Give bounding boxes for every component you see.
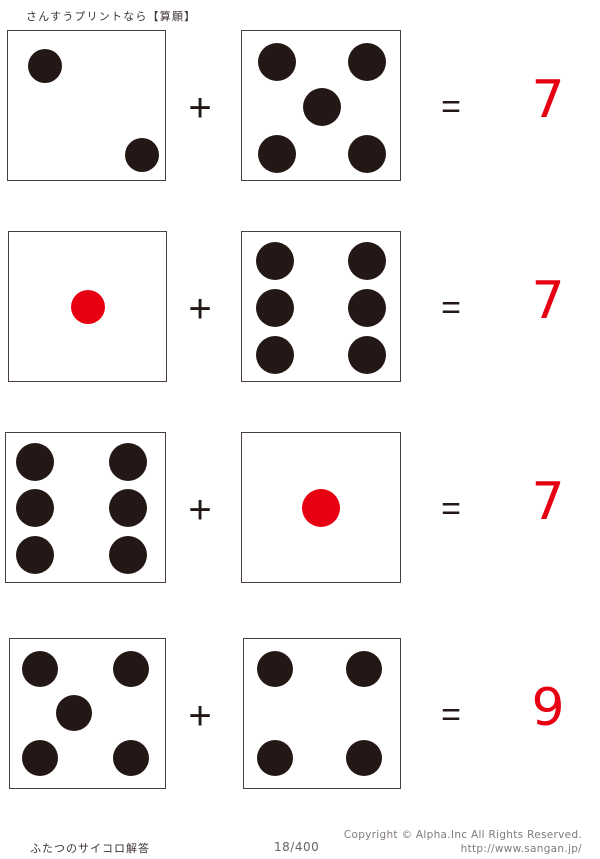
die-pip	[348, 242, 386, 280]
die-pip	[256, 289, 294, 327]
answer-value: 7	[531, 70, 565, 130]
answer-value: 9	[531, 678, 565, 738]
equals-operator-icon: =	[441, 289, 461, 327]
die-right	[241, 231, 401, 382]
die-pip	[257, 740, 293, 776]
plus-operator-icon: +	[188, 488, 212, 532]
answer-value: 7	[531, 271, 565, 331]
plus-operator-icon: +	[188, 86, 212, 130]
die-left	[7, 30, 166, 181]
die-right	[241, 30, 401, 181]
worksheet-header-title: さんすうプリントなら【算願】	[26, 10, 197, 23]
equals-operator-icon: =	[441, 490, 461, 528]
die-pip	[125, 138, 159, 172]
problem-row: + = 7	[0, 231, 600, 383]
plus-operator-icon: +	[188, 287, 212, 331]
die-pip	[256, 242, 294, 280]
problem-row: + = 7	[0, 30, 600, 182]
footer-worksheet-title: ふたつのサイコロ解答	[30, 842, 150, 855]
die-pip	[109, 536, 147, 574]
die-pip	[16, 536, 54, 574]
equals-operator-icon: =	[441, 696, 461, 734]
die-pip	[16, 443, 54, 481]
die-pip	[258, 135, 296, 173]
die-pip	[348, 336, 386, 374]
die-right	[243, 638, 401, 789]
die-pip	[28, 49, 62, 83]
die-pip	[302, 489, 340, 527]
die-pip	[258, 43, 296, 81]
die-pip	[71, 290, 105, 324]
die-pip	[109, 443, 147, 481]
problem-row: + = 7	[0, 432, 600, 584]
die-pip	[113, 740, 149, 776]
die-pip	[22, 740, 58, 776]
die-left	[8, 231, 167, 382]
die-pip	[256, 336, 294, 374]
die-pip	[22, 651, 58, 687]
die-pip	[348, 135, 386, 173]
die-pip	[257, 651, 293, 687]
die-left	[9, 638, 166, 789]
die-pip	[113, 651, 149, 687]
die-pip	[346, 740, 382, 776]
footer-page-number: 18/400	[274, 840, 320, 854]
die-pip	[303, 88, 341, 126]
die-pip	[348, 289, 386, 327]
die-pip	[348, 43, 386, 81]
die-right	[241, 432, 401, 583]
problem-row: + = 9	[0, 638, 600, 790]
plus-operator-icon: +	[188, 694, 212, 738]
die-pip	[109, 489, 147, 527]
die-pip	[56, 695, 92, 731]
die-left	[5, 432, 166, 583]
answer-value: 7	[531, 472, 565, 532]
footer-url[interactable]: http://www.sangan.jp/	[460, 843, 582, 855]
die-pip	[16, 489, 54, 527]
die-pip	[346, 651, 382, 687]
equals-operator-icon: =	[441, 88, 461, 126]
footer-copyright: Copyright © Alpha.Inc All Rights Reserve…	[343, 829, 582, 841]
